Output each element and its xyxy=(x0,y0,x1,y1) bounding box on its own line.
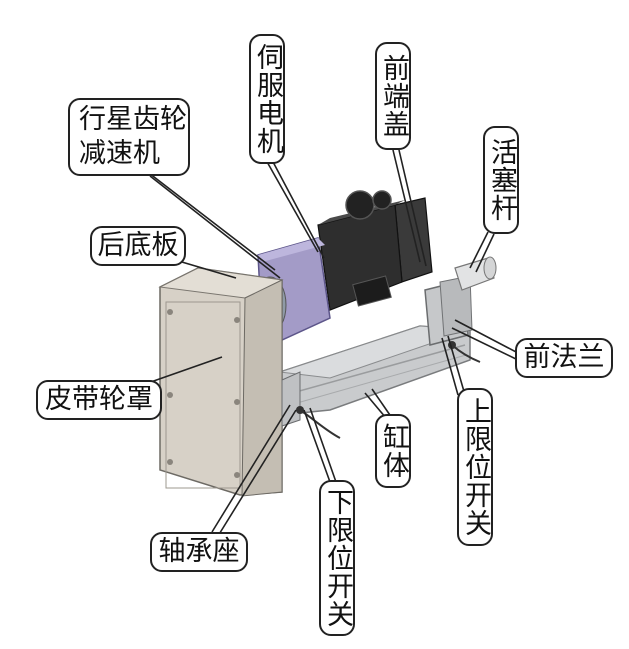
label-rear-base-plate: 后底板 xyxy=(90,226,186,266)
label-front-cover: 前端盖 xyxy=(375,42,411,150)
label-planetary-reducer: 行星齿轮 减速机 xyxy=(68,98,190,176)
label-piston-rod: 活塞杆 xyxy=(483,126,519,234)
label-belt-pulley-cover: 皮带轮罩 xyxy=(36,380,162,420)
bearing-seat-shape xyxy=(281,371,301,427)
label-lower-limit-switch: 下限位开关 xyxy=(319,480,355,636)
label-cylinder-body: 缸体 xyxy=(375,414,411,488)
label-bearing-seat: 轴承座 xyxy=(150,532,248,572)
label-front-flange: 前法兰 xyxy=(515,338,613,378)
label-servo-motor: 伺服电机 xyxy=(249,34,285,164)
label-upper-limit-switch: 上限位开关 xyxy=(457,388,493,546)
